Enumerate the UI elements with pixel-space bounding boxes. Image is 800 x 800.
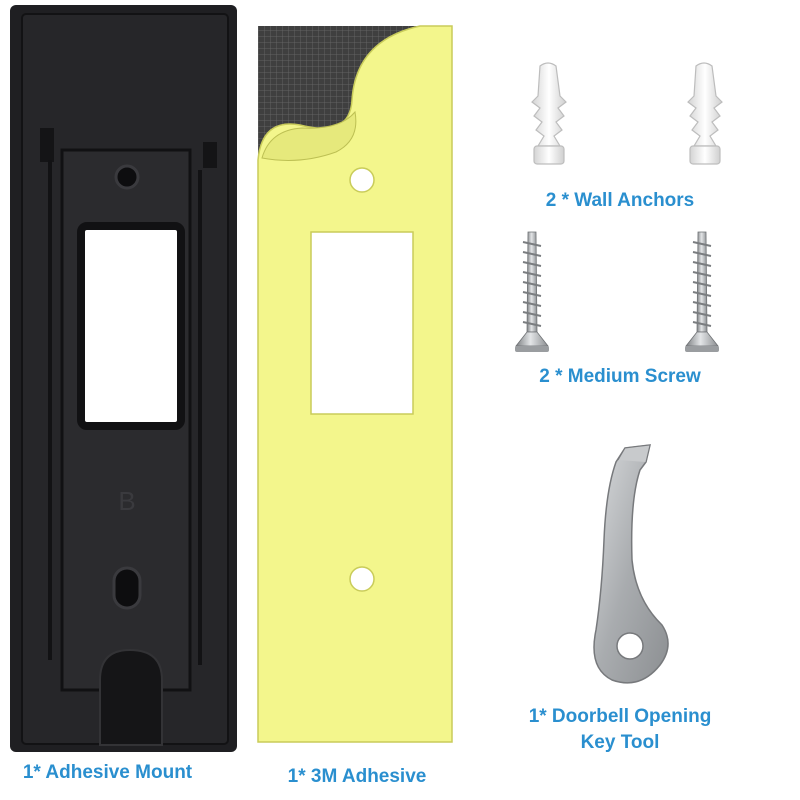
- mount-screw-hole-bottom: [112, 566, 142, 610]
- mount-window: [77, 222, 185, 430]
- adhesive-hole-bottom: [349, 566, 375, 592]
- label-medium-screw: 2 * Medium Screw: [539, 366, 701, 387]
- adhesive-mount: B: [10, 5, 237, 752]
- mount-top-clip-left: [40, 128, 54, 162]
- mount-top-clip-right: [203, 142, 217, 168]
- label-3m-adhesive: 1* 3M Adhesive: [287, 766, 427, 787]
- wall-anchor: [531, 62, 567, 165]
- key-tool-body: [593, 444, 669, 684]
- adhesive-peel-curl: [261, 110, 357, 161]
- doorbell-key-tool: [593, 444, 669, 684]
- screw: [685, 231, 719, 352]
- label-adhesive-mount: 1* Adhesive Mount: [22, 762, 193, 783]
- label-key-tool-line2: Key Tool: [580, 732, 660, 753]
- label-wall-anchors: 2 * Wall Anchors: [545, 190, 695, 211]
- mount-screw-hole-top: [114, 164, 140, 190]
- screw: [515, 231, 549, 352]
- 3m-adhesive-pad: [257, 25, 453, 743]
- wall-anchor: [687, 62, 723, 165]
- key-tool-tip: [617, 444, 651, 463]
- key-tool-hole: [616, 632, 644, 660]
- label-key-tool-line1: 1* Doorbell Opening: [528, 706, 712, 727]
- mount-embossed-letter: B: [118, 486, 135, 516]
- mount-bottom-hook: [99, 648, 163, 746]
- adhesive-window: [310, 231, 414, 415]
- adhesive-hole-top: [349, 167, 375, 193]
- label-key-tool: 1* Doorbell Opening Key Tool: [520, 704, 720, 756]
